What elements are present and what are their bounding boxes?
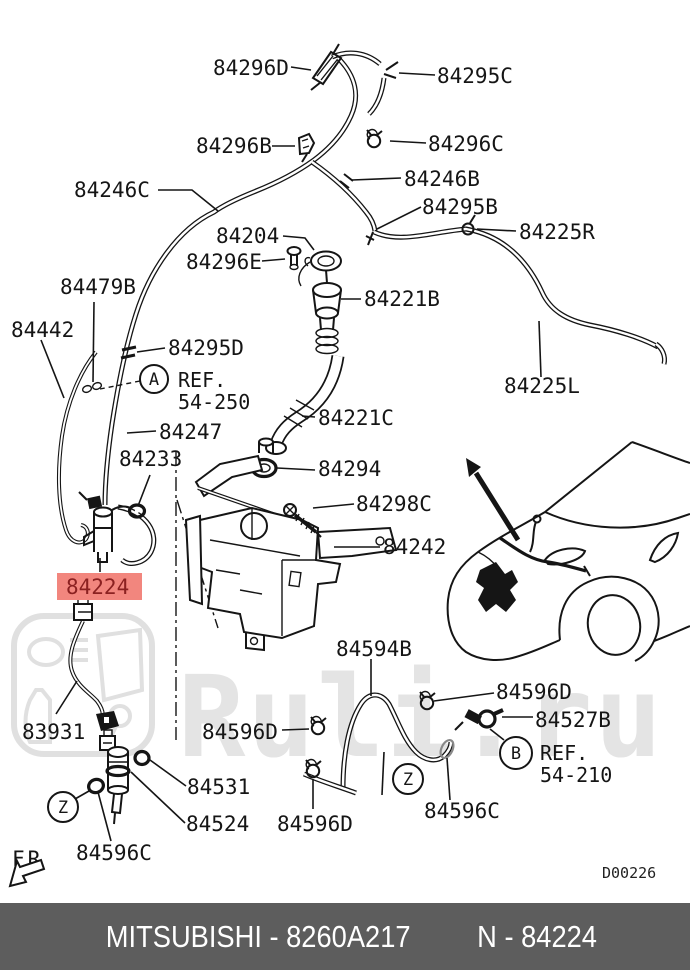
clips-and-valve [305,690,504,796]
t-joint-84295B [365,231,375,246]
washer-tank [184,454,398,652]
part-label-84233[interactable]: 84233 [119,447,182,471]
part-label-84524[interactable]: 84524 [186,812,249,836]
washer-84531 [133,749,151,767]
part-label-84594B[interactable]: 84594B [336,637,412,661]
watermark-text: Ruli.ru [178,653,664,783]
z-bracket-line [381,751,385,796]
ref-a-line2: 54-250 [178,390,250,414]
part-label-84204[interactable]: 84204 [216,224,279,248]
inline-joint-84295D [120,345,137,360]
highlighted-part-number[interactable]: 84224 [66,575,129,599]
fittings [81,43,476,394]
grommet-84233 [127,503,147,519]
part-label-84527B[interactable]: 84527B [535,708,611,732]
part-label-84531[interactable]: 84531 [187,775,250,799]
part-label-84225L[interactable]: 84225L [504,374,580,398]
joint-84479B [81,381,103,394]
ref-circle-B: B REF. 54-210 [499,736,612,787]
part-label-84296C[interactable]: 84296C [428,132,504,156]
clip-icon [297,132,316,163]
ref-circle-A: A REF. 54-250 [139,364,250,414]
seal-84596C-left [87,777,105,795]
y-connector-icon [383,61,399,79]
part-label-84221B[interactable]: 84221B [364,287,440,311]
part-label-84246C[interactable]: 84246C [74,178,150,202]
part-label-83931[interactable]: 83931 [22,720,85,744]
part-label-84221C[interactable]: 84221C [318,406,394,430]
z-letter-middle: Z [403,770,413,790]
hose-bracket-icon [310,43,343,91]
part-label-84298C[interactable]: 84298C [356,492,432,516]
footer-brand-code: MITSUBISHI - 8260A217 [105,918,411,954]
grommet-84524 [105,764,131,778]
z-letter-left: Z [58,798,68,818]
washer-pump-lower [87,729,151,825]
part-label-84596D-right[interactable]: 84596D [496,680,572,704]
z-circle-left: Z [47,791,79,823]
part-label-84596D-bottommid[interactable]: 84596D [277,812,353,836]
filler-neck [250,246,342,479]
part-label-84225R[interactable]: 84225R [519,220,595,244]
screw-84296E [286,246,302,271]
screw-84298C [283,503,322,538]
part-label-84296D[interactable]: 84296D [213,56,289,80]
harness-assembly [476,514,591,612]
tank-inlet-stub [258,437,274,453]
part-label-84295C[interactable]: 84295C [437,64,513,88]
part-label-84442[interactable]: 84442 [11,318,74,342]
z-circle-middle: Z [392,763,424,795]
part-label-84479B[interactable]: 84479B [60,275,136,299]
grommet-icon-84225R [461,214,476,236]
part-label-84596D-left[interactable]: 84596D [202,720,278,744]
part-label-84295D[interactable]: 84295D [168,336,244,360]
diagram-code: D00226 [602,864,656,882]
part-label-84296B[interactable]: 84296B [196,134,272,158]
hose-end-fitting-84246B [339,173,354,189]
ref-letter-b: B [511,744,521,764]
part-label-84247[interactable]: 84247 [159,420,222,444]
cap-84204 [298,250,342,287]
car-outline [446,441,690,662]
highlighted-part-84224[interactable]: 84224 [57,573,142,600]
part-label-84242[interactable]: 84242 [383,535,446,559]
ref-b-line2: 54-210 [540,763,612,787]
fr-arrow-icon [8,858,46,888]
ref-a-line1: REF. [178,368,226,392]
watermark: Ruli.ru [11,613,664,783]
check-valve-84527B [454,708,504,731]
part-label-84596C-bottomleft[interactable]: 84596C [76,841,152,865]
part-label-84294[interactable]: 84294 [318,457,381,481]
part-label-84246B[interactable]: 84246B [404,167,480,191]
hose-clamp-icon [366,128,383,149]
fr-indicator: FR [8,847,46,888]
part-label-84295B[interactable]: 84295B [422,195,498,219]
ref-letter-a: A [149,370,159,390]
footer-bar: MITSUBISHI - 8260A217 N - 84224 [0,903,690,970]
direction-arrow [466,458,521,542]
ref-b-line1: REF. [540,741,588,765]
part-labels: 84296D 84295C 84296B 84296C 84246C 84246… [11,56,611,865]
washer-pump-upper [78,491,147,563]
leader-lines [40,66,542,842]
part-label-84596C-rightmid[interactable]: 84596C [424,799,500,823]
hose-end-84596C [439,738,455,760]
washer-system-diagram: Ruli.ru [8,43,690,888]
part-label-84296E[interactable]: 84296E [186,250,262,274]
footer-part-number: N - 84224 [477,918,598,954]
